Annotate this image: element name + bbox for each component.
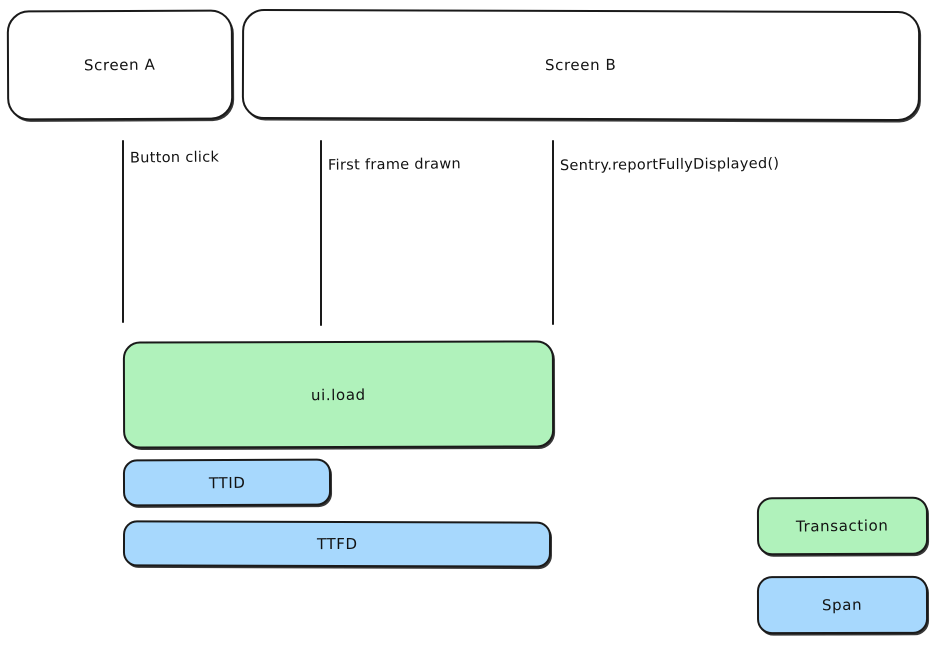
bar-ttid-label: TTID	[208, 473, 246, 492]
event-rule-button-click	[122, 140, 125, 323]
bar-ttfd-label: TTFD	[316, 534, 358, 554]
screen-b-label: Screen B	[545, 55, 617, 75]
event-rule-first-frame-drawn	[320, 140, 323, 326]
bar-ttid[interactable]: TTID	[122, 458, 332, 507]
event-label-button-click: Button click	[129, 149, 220, 167]
bar-ui-load[interactable]: ui.load	[122, 340, 555, 449]
event-label-report-fully-displayed: Sentry.reportFullyDisplayed()	[559, 155, 780, 175]
legend-span-label: Span	[822, 595, 863, 615]
bar-ttfd[interactable]: TTFD	[122, 520, 552, 568]
event-label-first-frame-drawn: First frame drawn	[327, 156, 462, 174]
screen-a-box[interactable]: Screen A	[6, 9, 234, 121]
screen-b-box[interactable]: Screen B	[241, 8, 921, 122]
legend-item-span[interactable]: Span	[756, 575, 929, 635]
screen-a-label: Screen A	[84, 55, 156, 75]
event-rule-report-fully-displayed	[552, 140, 555, 325]
legend-transaction-label: Transaction	[796, 516, 889, 536]
bar-ui-load-label: ui.load	[311, 385, 366, 404]
legend-item-transaction[interactable]: Transaction	[756, 496, 929, 556]
